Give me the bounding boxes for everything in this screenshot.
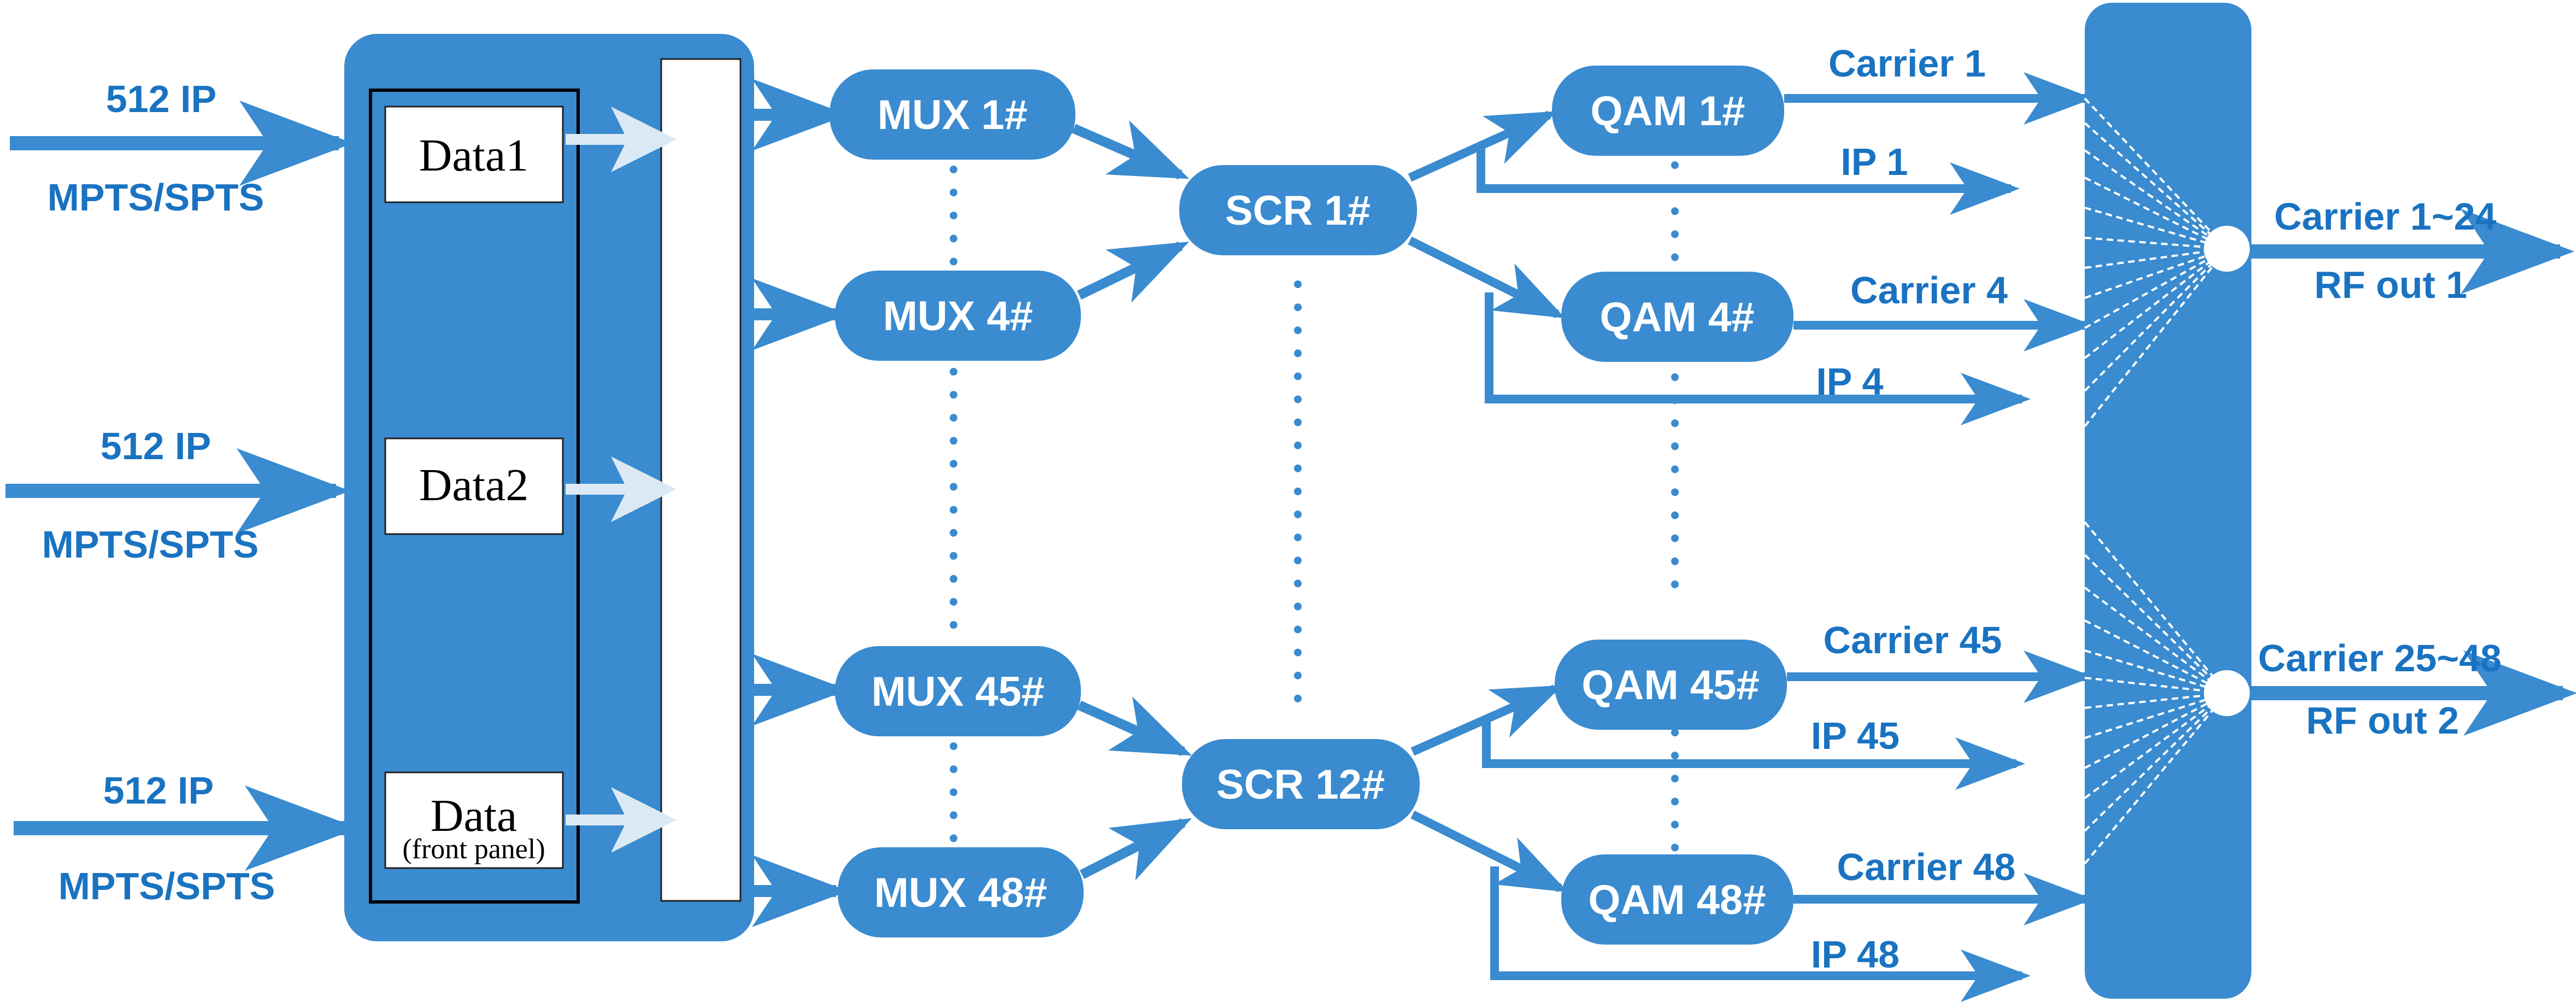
data-frame [369, 89, 580, 904]
arrow-mux45-scr12 [1077, 696, 1192, 757]
qam-box [1555, 640, 1787, 730]
mux-box [835, 271, 1081, 361]
ip4-branch [1485, 292, 2031, 425]
arrow-mux1-scr1 [1072, 120, 1190, 180]
ip-45-label: IP 45 [1811, 714, 1899, 757]
ip45-branch [1482, 722, 2025, 790]
ip-48-label: IP 48 [1811, 933, 1899, 976]
arrow-mux4-scr1 [1077, 241, 1190, 303]
mux-box [830, 69, 1075, 160]
input-bottom-label: MPTS/SPTS [48, 176, 264, 219]
rf-output-1: Carrier 1~24 RF out 1 [2251, 195, 2574, 306]
scr-label: SCR 1# [1225, 187, 1371, 234]
mux-48: MUX 48# [838, 847, 1084, 937]
scr-box [1179, 165, 1417, 255]
rf-output-name: RF out 1 [2314, 263, 2467, 306]
ip-4-label: IP 4 [1816, 360, 1883, 403]
dotted-connectors [950, 138, 1679, 857]
qam-label: QAM 1# [1591, 88, 1745, 134]
data-box [384, 106, 564, 203]
combine-point-2 [2204, 670, 2250, 716]
ip48-branch [1490, 866, 2031, 1002]
rf-output-carriers: Carrier 1~24 [2274, 195, 2497, 238]
data-box [384, 771, 564, 869]
mux-45: MUX 45# [835, 646, 1081, 736]
mux-label: MUX 45# [872, 669, 1045, 715]
qam-box [1552, 66, 1784, 156]
carrier-4-label: Carrier 4 [1850, 269, 2008, 312]
data-source-3: Data (front panel) [384, 771, 677, 869]
combine-point-1 [2204, 226, 2250, 272]
mux-label: MUX 1# [878, 92, 1028, 138]
data-label: Data [431, 790, 517, 841]
input-1: 512 IP MPTS/SPTS [10, 78, 353, 219]
qam-4: QAM 4# [1561, 272, 1793, 362]
mux-1: MUX 1# [830, 69, 1075, 160]
input-top-label: 512 IP [101, 425, 211, 467]
ip-1-label: IP 1 [1840, 140, 1908, 183]
mux-label: MUX 48# [874, 870, 1048, 916]
data-box [384, 437, 564, 535]
arrow-scr12-qam48 [1410, 810, 1568, 893]
arrow-scr12-qam45 [1410, 684, 1563, 756]
arrow-scr1-qam4 [1408, 236, 1566, 319]
qam-48: QAM 48# [1561, 854, 1793, 945]
rf-output-carriers: Carrier 25~48 [2258, 637, 2502, 679]
data-bus [660, 58, 742, 902]
bus-to-mux-arrows [752, 79, 848, 927]
qam-label: QAM 48# [1588, 877, 1766, 923]
data-source-1: Data1 [384, 106, 677, 203]
qam-1: QAM 1# [1552, 66, 1784, 156]
mux-box [835, 646, 1081, 736]
combiner-fan-2 [2084, 521, 2228, 865]
rf-output-name: RF out 2 [2306, 699, 2459, 742]
input-bottom-label: MPTS/SPTS [42, 523, 259, 566]
data-source-2: Data2 [384, 437, 677, 535]
carrier-1-label: Carrier 1 [1828, 42, 1986, 85]
carrier-labels: Carrier 1 IP 1 Carrier 4 IP 4 Carrier 45… [1811, 42, 2016, 976]
qam-box [1561, 854, 1793, 945]
mux-to-scr-arrows [1072, 120, 1192, 881]
data-label: Data1 [419, 130, 529, 181]
ip1-branch [1477, 145, 2020, 215]
scr-12: SCR 12# [1182, 739, 1420, 829]
mux-4: MUX 4# [835, 271, 1081, 361]
data-label: Data2 [419, 460, 529, 511]
input-2: 512 IP MPTS/SPTS [5, 425, 350, 566]
carrier-45-label: Carrier 45 [1824, 619, 2002, 661]
scr-to-qam-arrows [1408, 110, 2031, 1002]
input-3: 512 IP MPTS/SPTS [14, 769, 358, 907]
qam-label: QAM 45# [1581, 662, 1759, 708]
scr-1: SCR 1# [1179, 165, 1417, 255]
mux-box [838, 847, 1084, 937]
rf-combiner [2085, 3, 2251, 999]
rf-output-2: Carrier 25~48 RF out 2 [2251, 637, 2576, 742]
carrier-48-label: Carrier 48 [1837, 846, 2016, 888]
arrow-mux48-scr12 [1079, 818, 1192, 881]
data-sublabel: (front panel) [402, 834, 545, 865]
scr-label: SCR 12# [1216, 761, 1385, 808]
qam-box [1561, 272, 1793, 362]
input-bottom-label: MPTS/SPTS [58, 865, 275, 907]
qam-45: QAM 45# [1555, 640, 1787, 730]
scr-box [1182, 739, 1420, 829]
input-top-label: 512 IP [106, 78, 216, 120]
mux-label: MUX 4# [883, 293, 1033, 339]
qam-label: QAM 4# [1600, 294, 1755, 341]
input-top-label: 512 IP [103, 769, 214, 812]
combiner-fan-1 [2084, 97, 2228, 427]
carrier-arrows [1784, 72, 2093, 925]
